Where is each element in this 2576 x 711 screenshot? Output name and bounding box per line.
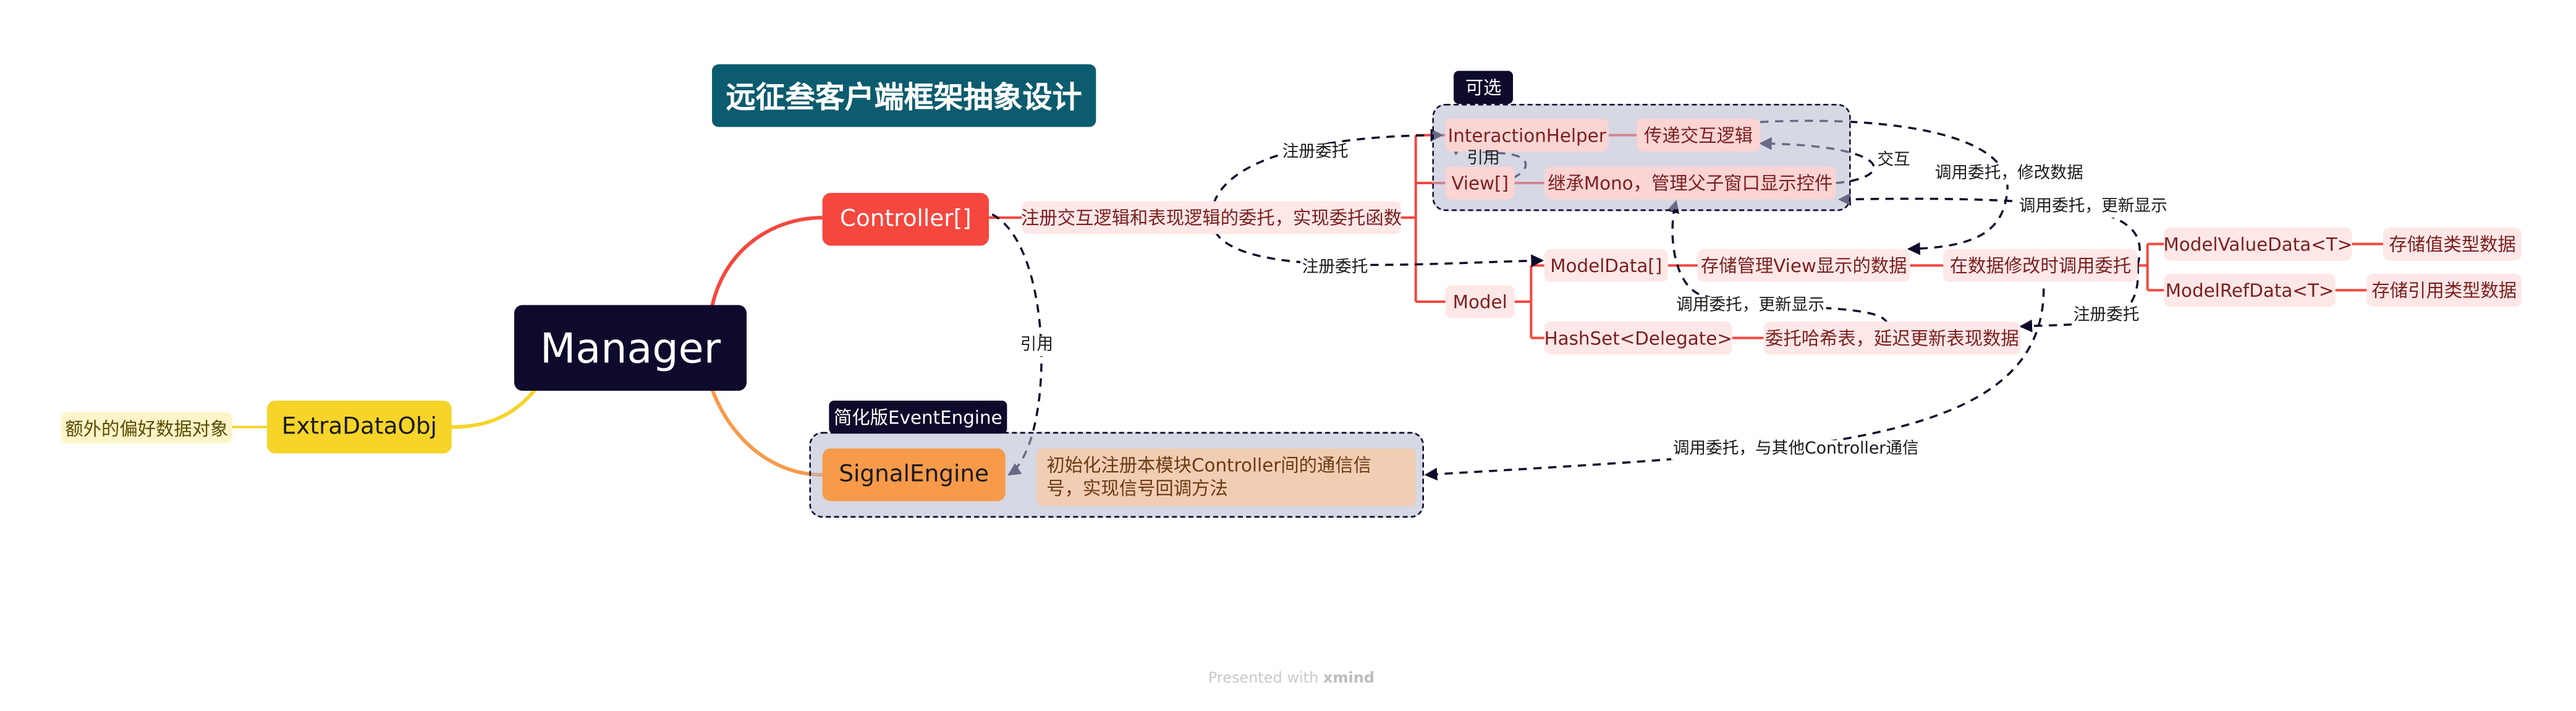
rel-label-call-modify[interactable]: 调用委托，修改数据	[1933, 164, 2085, 185]
topic-model-data[interactable]: ModelData[]	[1544, 249, 1668, 283]
rel-label-call-comm[interactable]: 调用委托，与其他Controller通信	[1671, 440, 1921, 461]
topic-model-ref-data[interactable]: ModelRefData<T>	[2164, 273, 2336, 307]
topic-view[interactable]: View[]	[1445, 166, 1515, 200]
topic-model-value-data[interactable]: ModelValueData<T>	[2164, 228, 2352, 261]
topic-signal-desc[interactable]: 初始化注册本模块Controller间的通信信号，实现信号回调方法	[1036, 448, 1416, 506]
link-model-bundle	[1514, 264, 1544, 339]
rel-label-register-delegate-hs[interactable]: 注册委托	[2072, 307, 2142, 327]
topic-model-ref-desc[interactable]: 存储引用类型数据	[2366, 273, 2522, 307]
footer-brand: xmind	[1323, 671, 1375, 688]
rel-interact	[1758, 137, 1875, 184]
optional-boundary-tag: 可选	[1454, 70, 1514, 104]
rel-register-ih	[1210, 129, 1444, 218]
topic-controller[interactable]: Controller[]	[822, 193, 989, 246]
rel-label-register-delegate-md[interactable]: 注册委托	[1300, 258, 1370, 279]
rel-label-interact[interactable]: 交互	[1875, 151, 1912, 172]
root-topic-manager[interactable]: Manager	[514, 305, 747, 391]
topic-signal-engine[interactable]: SignalEngine	[822, 448, 1006, 501]
rel-comm-signal	[1424, 288, 2045, 481]
event-engine-boundary-tag: 简化版EventEngine	[829, 401, 1007, 434]
rel-label-call-update-hs[interactable]: 调用委托，更新显示	[1674, 297, 1826, 317]
topic-extra-desc[interactable]: 额外的偏好数据对象	[61, 412, 233, 444]
topic-model-data-modify[interactable]: 在数据修改时调用委托	[1943, 249, 2138, 283]
topic-interaction-desc[interactable]: 传递交互逻辑	[1637, 119, 1761, 152]
link-modify-bundle	[2137, 242, 2164, 292]
topic-extra-data-obj[interactable]: ExtraDataObj	[267, 401, 452, 454]
link-root-signal	[710, 388, 823, 477]
topic-model-value-desc[interactable]: 存储值类型数据	[2383, 228, 2522, 261]
topic-hashset[interactable]: HashSet<Delegate>	[1544, 321, 1732, 355]
link-root-extra	[451, 388, 537, 429]
rel-register-md	[1210, 217, 1544, 268]
rel-label-call-update-view[interactable]: 调用委托，更新显示	[2017, 198, 2169, 218]
rel-label-reference-view[interactable]: 引用	[1467, 150, 1500, 169]
rel-label-register-delegate-ih[interactable]: 注册委托	[1281, 143, 1350, 164]
topic-hashset-desc[interactable]: 委托哈希表，延迟更新表现数据	[1763, 321, 2021, 355]
footer-prefix: Presented with	[1208, 671, 1319, 688]
xmind-footer: Presented with xmind	[1208, 671, 1375, 688]
link-root-controller	[710, 216, 823, 307]
diagram-title[interactable]: 远征叁客户端框架抽象设计	[712, 64, 1096, 127]
topic-interaction-helper[interactable]: InteractionHelper	[1445, 119, 1609, 152]
topic-model-data-desc[interactable]: 存储管理View显示的数据	[1697, 249, 1910, 283]
rel-label-reference-signal[interactable]: 引用	[1019, 336, 1055, 357]
topic-view-desc[interactable]: 继承Mono，管理父子窗口显示控件	[1544, 166, 1836, 200]
topic-controller-delegate-desc[interactable]: 注册交互逻辑和表现逻辑的委托，实现委托函数	[1021, 201, 1402, 234]
topic-model[interactable]: Model	[1445, 285, 1515, 318]
